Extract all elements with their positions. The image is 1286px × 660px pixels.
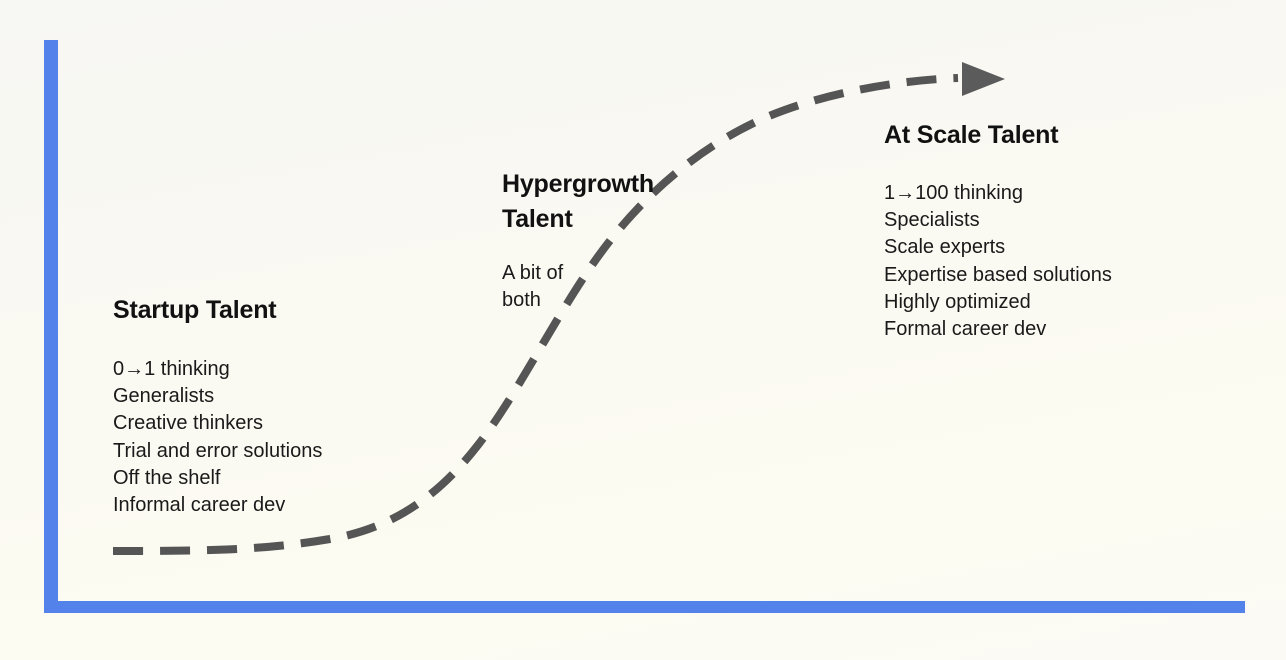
x-axis-line	[44, 601, 1245, 613]
stage-at-scale-talent: At Scale Talent 1→100 thinking Specialis…	[884, 118, 1112, 343]
stage-startup-title: Startup Talent	[113, 296, 277, 324]
y-axis-line	[44, 40, 58, 612]
stage-startup-attributes: 0→1 thinking Generalists Creative thinke…	[113, 358, 323, 517]
arrowhead-icon	[962, 62, 1005, 96]
stage-hypergrowth-talent: Hypergrowth Talent A bit of both	[502, 167, 654, 314]
stage-startup-talent: Startup Talent 0→1 thinking Generalists …	[113, 293, 322, 519]
stage-at-scale-title: At Scale Talent	[884, 121, 1059, 149]
stage-hypergrowth-attributes: A bit of both	[502, 262, 564, 312]
stage-hypergrowth-title: Hypergrowth Talent	[502, 170, 654, 233]
dashed-growth-curve	[112, 74, 959, 555]
stage-at-scale-attributes: 1→100 thinking Specialists Scale experts…	[884, 182, 1112, 341]
